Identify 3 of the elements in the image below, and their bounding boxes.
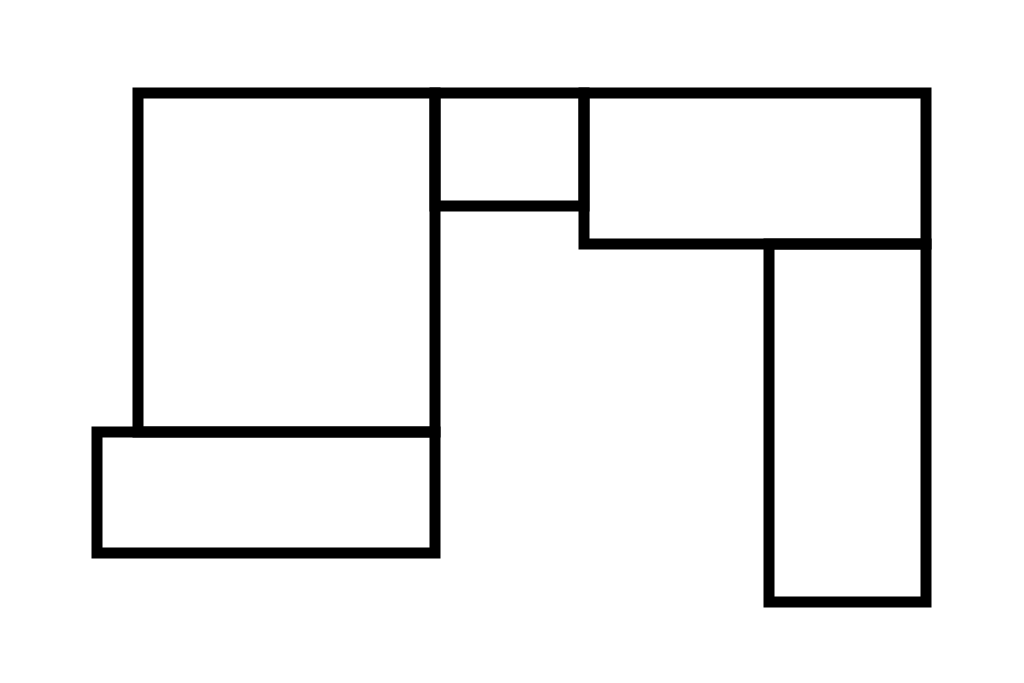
rectangle [763,238,932,608]
rectangle [578,87,932,250]
rectangle [91,426,441,559]
